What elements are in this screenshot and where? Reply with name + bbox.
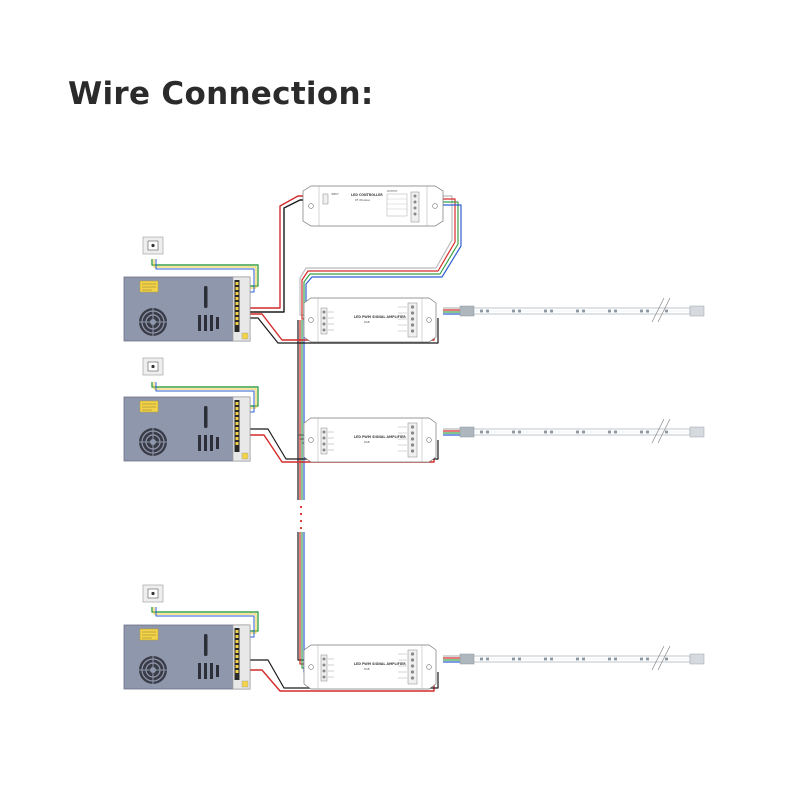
power-plug-1: [142, 236, 164, 255]
amp3-power-red: [243, 669, 435, 692]
ac-wire-yellow-3: [153, 607, 257, 634]
ac-wire-green-3: [151, 607, 259, 632]
ac-wire-green-2: [151, 382, 259, 407]
signal-bus-red: [301, 198, 456, 320]
ac-wire-yellow-2: [153, 382, 257, 409]
led-strip-1: [459, 297, 705, 323]
amp1-output-wires: [443, 307, 460, 315]
amp3-output-wires: [443, 655, 460, 663]
ac-wire-yellow-1: [153, 259, 257, 289]
led-strip-2: [459, 418, 705, 444]
power-supply-2: [123, 396, 251, 462]
power-supply-3: [123, 624, 251, 690]
amp3-power-black: [243, 659, 439, 689]
ac-wire-green-1: [151, 259, 259, 287]
amp2-power-black: [243, 428, 439, 460]
amplifier-1: LED PWM SIGNAL AMPLIFIER RGB: [303, 297, 437, 343]
amp2-output-wires: [443, 428, 460, 436]
page-title: Wire Connection:: [68, 76, 374, 112]
power-plug-2: [142, 357, 164, 376]
continuation-dots: [299, 505, 303, 530]
controller-subtitle: RF Wireless: [355, 198, 371, 202]
amplifier-1-name: LED PWM SIGNAL AMPLIFIER: [354, 315, 406, 319]
amplifier-3-name: LED PWM SIGNAL AMPLIFIER: [354, 662, 406, 666]
controller-input-label: INPUT: [331, 192, 339, 196]
led-controller: INPUT OUTPUT LED CONTROLLER RF Wireless: [302, 185, 444, 227]
controller-name: LED CONTROLLER: [351, 193, 383, 197]
amplifier-2-model: RGB: [364, 440, 370, 444]
signal-bus-white: [299, 195, 453, 316]
controller-output-label: OUTPUT: [387, 189, 398, 193]
amplifier-1-model: RGB: [364, 320, 370, 324]
amplifier-3-model: RGB: [364, 667, 370, 671]
led-strip-3: [459, 645, 705, 671]
amp1-power-black: [243, 317, 439, 344]
amplifier-3: LED PWM SIGNAL AMPLIFIER RGB: [303, 644, 437, 690]
amplifier-2-name: LED PWM SIGNAL AMPLIFIER: [354, 435, 406, 439]
power-supply-1: [123, 276, 251, 342]
power-plug-3: [142, 584, 164, 603]
amplifier-2: LED PWM SIGNAL AMPLIFIER RGB: [303, 417, 437, 463]
